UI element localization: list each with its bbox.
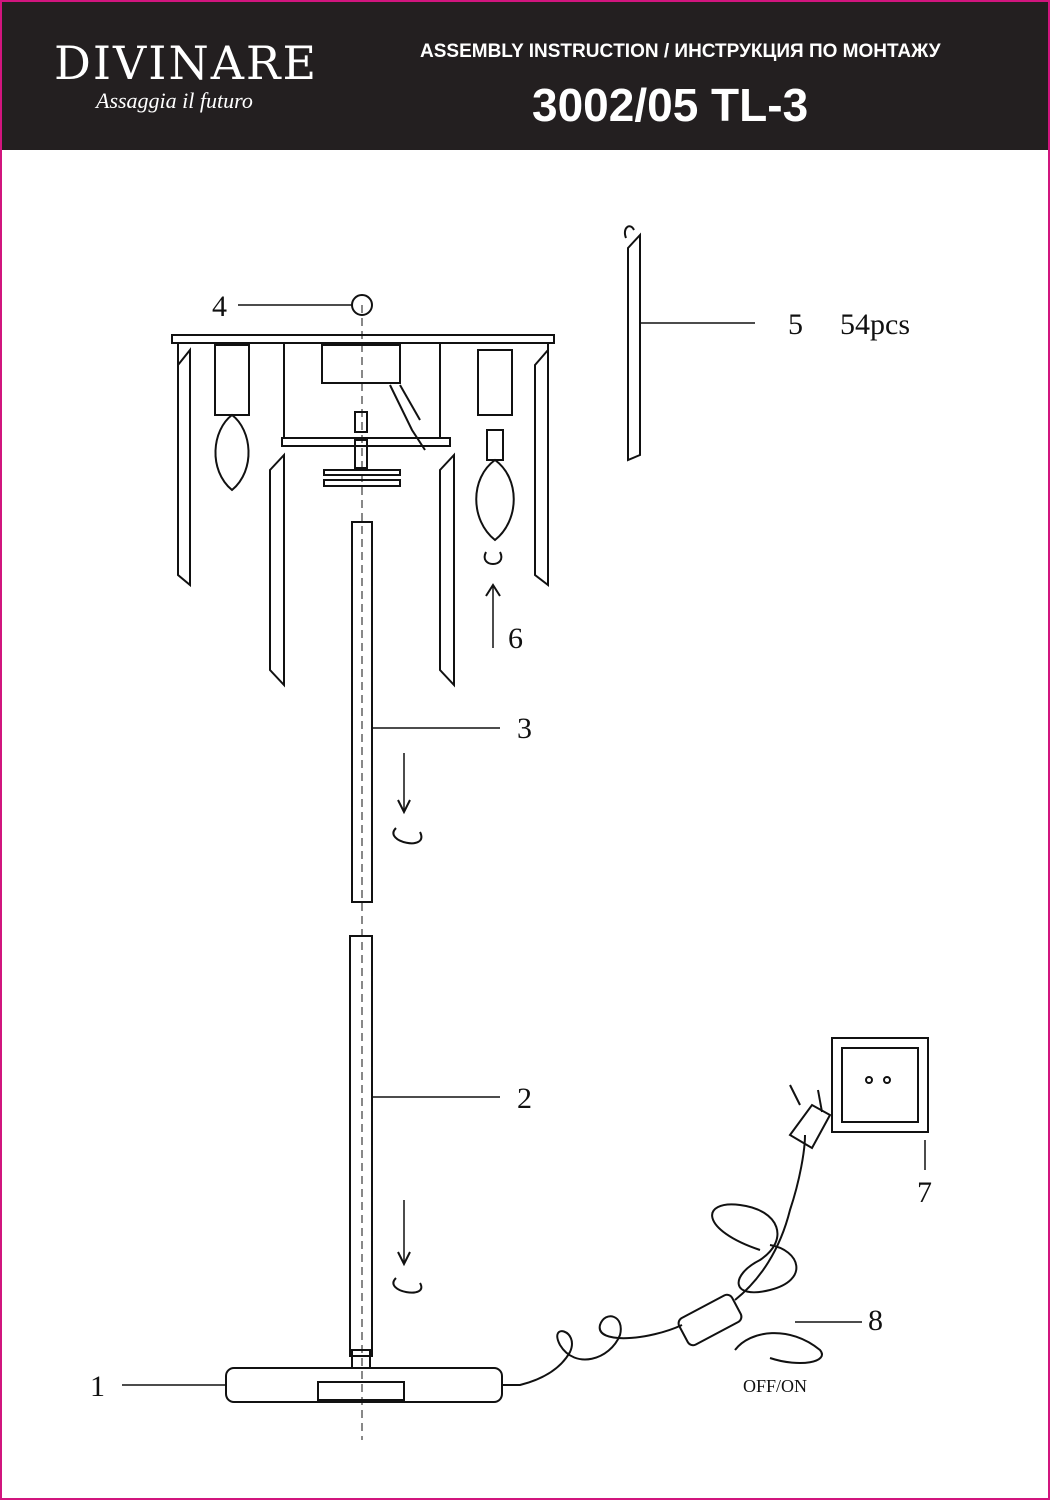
wall-socket bbox=[831, 1037, 929, 1133]
callout-1: 1 bbox=[90, 1370, 105, 1403]
single-crystal-prism bbox=[627, 232, 641, 462]
callout-3: 3 bbox=[517, 712, 532, 745]
callout-5-quantity: 54pcs bbox=[840, 308, 910, 341]
hand-icon bbox=[734, 1332, 823, 1365]
inline-switch bbox=[677, 1293, 743, 1347]
callout-5: 5 bbox=[788, 308, 803, 341]
top-frame-part bbox=[171, 334, 555, 487]
cord-coil bbox=[711, 1203, 798, 1294]
document-title: ASSEMBLY INSTRUCTION / ИНСТРУКЦИЯ ПО МОН… bbox=[420, 41, 941, 62]
bulb-socket-right bbox=[475, 349, 515, 542]
callout-8: 8 bbox=[868, 1304, 883, 1337]
power-plug bbox=[788, 1103, 832, 1150]
header-bar: DIVINARE Assaggia il futuro ASSEMBLY INS… bbox=[2, 2, 1048, 150]
lower-rod-part bbox=[349, 935, 373, 1357]
switch-label: OFF/ON bbox=[743, 1376, 807, 1396]
power-cord bbox=[502, 1315, 683, 1386]
callout-7: 7 bbox=[917, 1176, 932, 1209]
base-part bbox=[225, 1367, 503, 1403]
callout-2: 2 bbox=[517, 1082, 532, 1115]
callout-6: 6 bbox=[508, 622, 523, 655]
upper-rod-part bbox=[351, 521, 373, 903]
bulb-socket-left bbox=[214, 344, 250, 492]
brand-logo: DIVINARE bbox=[54, 36, 319, 90]
callout-4: 4 bbox=[212, 290, 227, 323]
crystal-prisms bbox=[177, 347, 549, 688]
brand-tagline: Assaggia il futuro bbox=[96, 88, 253, 113]
model-number: 3002/05 TL-3 bbox=[532, 79, 809, 131]
